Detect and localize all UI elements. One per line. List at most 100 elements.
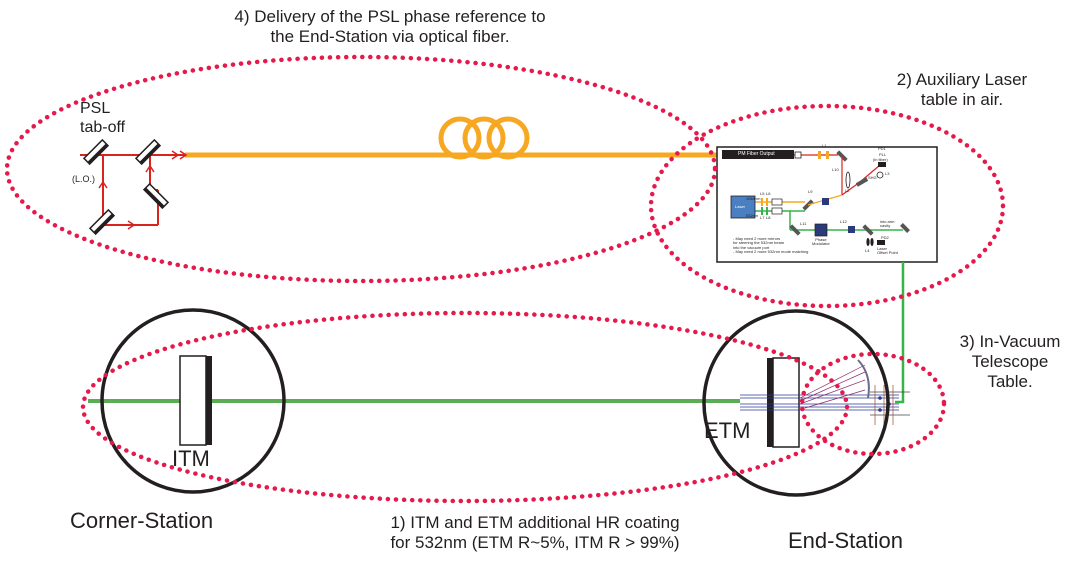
into-arm-label: into arm cavity <box>880 219 895 229</box>
shg-sub-label: (in fiber) <box>873 157 888 162</box>
psl-caption-line1: PSL <box>80 100 111 117</box>
isolator-532 <box>771 207 783 215</box>
lens-l7 <box>761 207 763 215</box>
fiber-output-label: PM Fiber Output <box>738 151 775 157</box>
end-station-circle <box>702 309 890 497</box>
lens-l3 <box>876 171 884 179</box>
delivery-caption-line1: 4) Delivery of the PSL phase reference t… <box>234 7 546 26</box>
invac-caption-line2: Telescope <box>971 352 1049 372</box>
lens-l2 <box>845 171 851 189</box>
lens-label: L4 <box>865 248 870 253</box>
beam-arrow <box>127 220 136 230</box>
fiber-output-block <box>722 150 794 159</box>
psl-mirror-1 <box>82 138 110 166</box>
itm-test-mass <box>179 355 212 446</box>
psl-mirror-4 <box>142 182 170 210</box>
lens-label: L1 <box>822 143 827 148</box>
lens-label: L10 <box>832 167 839 172</box>
corner-station-label: Corner-Station <box>70 508 214 533</box>
aux-mirror-green <box>789 224 801 236</box>
psl-tab-off-optics <box>80 138 188 236</box>
aux-caption-line1: 2) Auxiliary Laser <box>896 70 1028 89</box>
psl-mirror-2-coating <box>139 143 161 165</box>
itm-hr-coating <box>206 356 212 445</box>
laser-top-label: 1064nm <box>746 196 761 201</box>
lens-label: L3 <box>885 171 890 176</box>
pll-label: PLL <box>879 152 887 157</box>
pd2-label: PD2 <box>881 235 889 240</box>
into-arm-label-line1: into arm <box>880 219 895 224</box>
phase-modulator-label: Phase Modulator <box>812 237 830 247</box>
lens-label: L5 <box>760 191 765 196</box>
aux-laser-box <box>730 195 756 219</box>
aux-note-line: - May need 2 more mirrors <box>733 236 781 241</box>
end-station-label: End-Station <box>788 528 903 553</box>
beam-arrow <box>145 164 155 173</box>
pd1-detector <box>878 162 886 167</box>
lens-label: L2 <box>845 188 850 193</box>
psl-mirror-2 <box>134 138 162 166</box>
psl-caption-line2: tab-off <box>80 118 126 136</box>
beam-arrow <box>171 150 180 160</box>
coating-caption: 1) ITM and ETM additional HR coating for… <box>345 513 725 553</box>
fiber-coupler <box>794 151 802 159</box>
laser-box-label: Laser <box>735 204 746 209</box>
lens-l15 <box>818 151 821 159</box>
into-arm-label-line2: cavity <box>880 223 891 229</box>
invac-caption: 3) In-Vacuum Telescope Table. <box>950 332 1070 392</box>
lens-l8 <box>766 207 768 215</box>
pd2-detector <box>877 240 885 245</box>
coating-caption-line1: 1) ITM and ETM additional HR coating <box>390 513 680 532</box>
fiber-coil-loop-2 <box>462 116 506 160</box>
etm-test-mass <box>767 357 800 448</box>
telescope-primary-mirror <box>857 359 870 399</box>
psl-mirror-3 <box>88 208 116 236</box>
aux-table-annotation-ellipse <box>648 103 1006 309</box>
lens-label: L8 <box>766 215 771 220</box>
beam-arrow <box>179 150 188 160</box>
aux-caption: 2) Auxiliary Laser table in air. <box>872 70 1052 110</box>
annotation-ellipses <box>4 54 1006 504</box>
shg-mirror <box>855 177 869 187</box>
psl-mirror-1-coating <box>87 143 109 165</box>
aux-mirror-l4 <box>862 224 874 236</box>
fiber-coil-loop-1 <box>438 116 482 160</box>
coating-annotation-ellipse <box>80 310 850 504</box>
isolator-1064 <box>771 198 783 206</box>
aux-table-notes: - May need 2 more mirrors for steering t… <box>733 236 809 255</box>
lens-l4-a <box>866 238 870 246</box>
optical-fiber <box>185 116 722 160</box>
telescope-mount-point <box>878 408 882 412</box>
delivery-caption: 4) Delivery of the PSL phase reference t… <box>205 7 575 47</box>
beam-arrow <box>98 180 108 189</box>
pbs1-cube <box>848 226 855 233</box>
phase-modulator-label-line2: Modulator <box>812 241 830 247</box>
psl-mirror-4-coating <box>143 187 165 209</box>
etm-label: ETM <box>704 418 751 443</box>
fiber-coil-loop-3 <box>486 116 530 160</box>
etm-hr-coating <box>767 358 773 447</box>
laser-offset-label: Laser Offset Point <box>877 246 898 256</box>
lens-label: L7 <box>760 215 765 220</box>
in-vacuum-telescope-optics <box>740 359 910 425</box>
corner-station-circle <box>100 308 286 494</box>
lens-l16 <box>826 151 829 159</box>
lo-label: (L.O.) <box>72 174 96 184</box>
laser-offset-label-line2: Offset Point <box>877 250 898 256</box>
lens-l6 <box>766 198 768 206</box>
aux-note-line: - May need 2 more 532nm mode matching <box>733 249 809 255</box>
shg-label: SHG <box>868 175 877 180</box>
auxiliary-laser-table <box>716 146 938 263</box>
laser-bottom-label: 532nm <box>746 213 759 218</box>
itm-label: ITM <box>172 446 210 471</box>
aux-note-line: into the vacuum port <box>733 244 770 250</box>
lens-label: L11 <box>800 221 807 226</box>
lens-label: L6 <box>766 191 771 196</box>
psl-mirror-3-coating <box>93 213 115 235</box>
delivery-caption-line2: the End-Station via optical fiber. <box>270 27 510 47</box>
psl-caption: PSL tab-off <box>80 100 150 138</box>
phase-modulator-label-line1: Phase <box>815 237 827 242</box>
invac-caption-line1: 3) In-Vacuum <box>959 332 1061 351</box>
into-arm-mirror <box>900 223 910 233</box>
